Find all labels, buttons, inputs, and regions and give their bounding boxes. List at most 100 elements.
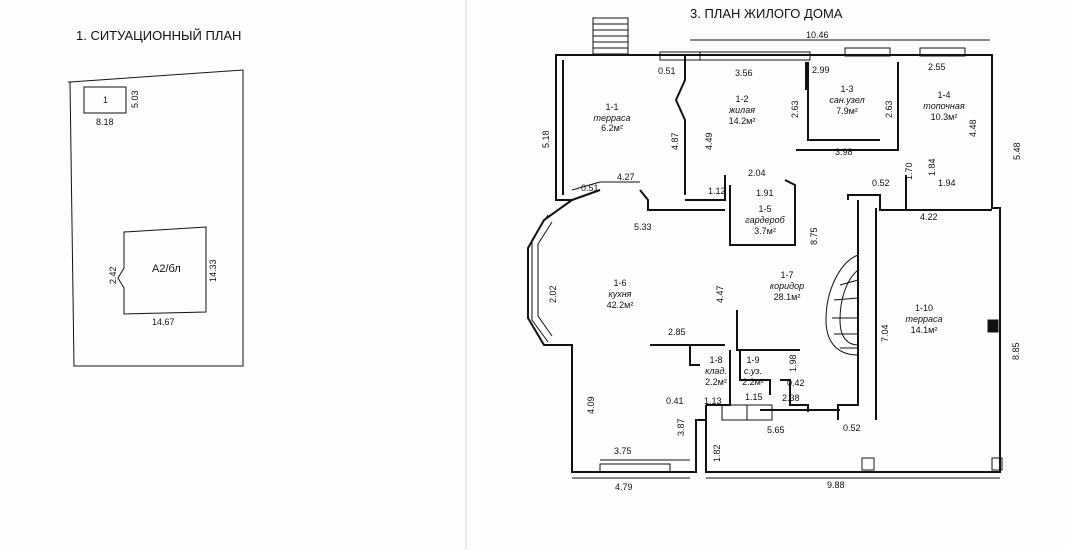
- house-label: А2/бл: [152, 263, 181, 275]
- svg-text:8.85: 8.85: [1011, 342, 1021, 360]
- svg-text:2.02: 2.02: [548, 285, 558, 303]
- svg-text:терраса: терраса: [593, 113, 630, 123]
- small-building-label: 1: [103, 95, 108, 105]
- svg-text:2.55: 2.55: [928, 62, 946, 72]
- interior-walls: [571, 55, 992, 421]
- svg-text:4.09: 4.09: [586, 396, 596, 414]
- svg-text:3.87: 3.87: [676, 418, 686, 436]
- small-building: [83, 86, 127, 114]
- svg-text:гардероб: гардероб: [745, 215, 785, 225]
- svg-text:терраса: терраса: [905, 314, 942, 324]
- room-1-3: 1-3 сан.узел 7.9м²: [829, 84, 864, 116]
- svg-text:1.84: 1.84: [927, 158, 937, 176]
- svg-text:28.1м²: 28.1м²: [774, 292, 801, 302]
- svg-text:1.13: 1.13: [704, 396, 722, 406]
- svg-text:1-5: 1-5: [758, 204, 771, 214]
- svg-text:1.70: 1.70: [904, 162, 914, 180]
- column-corner: [991, 457, 1003, 471]
- room-1-4: 1-4 топочная 10.3м²: [923, 90, 965, 122]
- house-plan-title: 3. ПЛАН ЖИЛОГО ДОМА: [690, 6, 843, 21]
- svg-text:14.1м²: 14.1м²: [911, 325, 938, 335]
- svg-text:14.2м²: 14.2м²: [729, 116, 756, 126]
- svg-text:3.98: 3.98: [835, 147, 853, 157]
- svg-text:1.94: 1.94: [938, 178, 956, 188]
- room-1-7: 1-7 коридор 28.1м²: [770, 270, 804, 302]
- svg-text:1-2: 1-2: [735, 94, 748, 104]
- situation-plan-title: 1. СИТУАЦИОННЫЙ ПЛАН: [76, 28, 241, 43]
- svg-text:4.49: 4.49: [704, 132, 714, 150]
- svg-text:сан.узел: сан.узел: [829, 95, 864, 105]
- svg-text:1.98: 1.98: [788, 354, 798, 372]
- svg-text:4.87: 4.87: [670, 132, 680, 150]
- svg-text:3.7м²: 3.7м²: [754, 226, 776, 236]
- svg-text:1.82: 1.82: [712, 444, 722, 462]
- svg-text:2.85: 2.85: [668, 327, 686, 337]
- svg-text:2.99: 2.99: [812, 65, 830, 75]
- house-depth: 14.33: [208, 259, 218, 282]
- svg-text:10.46: 10.46: [806, 30, 829, 40]
- bottom-window: [599, 463, 671, 473]
- svg-text:1.91: 1.91: [756, 188, 774, 198]
- svg-text:кухня: кухня: [608, 289, 631, 299]
- site-boundary: [69, 69, 244, 367]
- svg-text:9.88: 9.88: [827, 480, 845, 490]
- svg-text:4.27: 4.27: [617, 172, 635, 182]
- svg-text:1-7: 1-7: [780, 270, 793, 280]
- svg-text:клад.: клад.: [705, 366, 727, 376]
- svg-text:1-3: 1-3: [840, 84, 853, 94]
- svg-text:1.15: 1.15: [745, 392, 763, 402]
- column-bottom: [861, 457, 875, 471]
- small-building-depth: 5.03: [130, 90, 140, 108]
- svg-text:коридор: коридор: [770, 281, 804, 291]
- chimney: [592, 17, 629, 55]
- dimension-lines: [571, 39, 1000, 479]
- svg-text:4.22: 4.22: [920, 212, 938, 222]
- house-width: 14.67: [152, 317, 175, 327]
- svg-text:жилая: жилая: [728, 105, 755, 115]
- svg-text:2.63: 2.63: [884, 100, 894, 118]
- svg-text:5.33: 5.33: [634, 222, 652, 232]
- room-1-6: 1-6 кухня 42.2м²: [607, 278, 634, 310]
- svg-text:0.52: 0.52: [843, 423, 861, 433]
- svg-text:5.48: 5.48: [1012, 142, 1022, 160]
- svg-text:3.56: 3.56: [735, 68, 753, 78]
- room-1-1: 1-1 терраса 6.2м²: [593, 102, 630, 133]
- svg-text:1-10: 1-10: [915, 303, 933, 313]
- svg-text:1-1: 1-1: [605, 102, 618, 112]
- svg-text:2.2м²: 2.2м²: [742, 377, 764, 387]
- svg-text:2.04: 2.04: [748, 168, 766, 178]
- svg-text:1.12: 1.12: [708, 186, 726, 196]
- vertical-dimension-labels: 5.18 4.87 4.49 2.63 2.63 4.48 5.48 1.70 …: [541, 100, 1022, 462]
- svg-text:1-8: 1-8: [709, 355, 722, 365]
- svg-text:10.3м²: 10.3м²: [931, 112, 958, 122]
- svg-text:2.2м²: 2.2м²: [705, 377, 727, 387]
- svg-text:топочная: топочная: [923, 101, 965, 111]
- svg-text:0.41: 0.41: [666, 396, 684, 406]
- room-1-5: 1-5 гардероб 3.7м²: [745, 204, 785, 236]
- svg-text:5.18: 5.18: [541, 130, 551, 148]
- dimension-labels: 10.46 0.51 3.56 2.99 2.55 3.98 4.27 0.51…: [581, 30, 956, 492]
- svg-text:6.2м²: 6.2м²: [601, 123, 623, 133]
- small-building-width: 8.18: [96, 117, 114, 127]
- svg-text:42.2м²: 42.2м²: [607, 300, 634, 310]
- staircase: [825, 254, 859, 356]
- svg-text:0.42: 0.42: [787, 378, 805, 388]
- room-1-9: 1-9 с.уз. 2.2м²: [742, 355, 764, 387]
- house-footprint: [117, 226, 207, 315]
- svg-text:3.75: 3.75: [614, 446, 632, 456]
- house-offset: 2.42: [108, 266, 118, 284]
- room-1-10: 1-10 терраса 14.1м²: [905, 303, 942, 335]
- column-right: [987, 319, 999, 333]
- bay-window: [531, 214, 553, 343]
- svg-text:5.65: 5.65: [767, 425, 785, 435]
- svg-text:0.52: 0.52: [872, 178, 890, 188]
- svg-text:1-9: 1-9: [746, 355, 759, 365]
- svg-text:4.79: 4.79: [615, 482, 633, 492]
- svg-text:4.47: 4.47: [715, 285, 725, 303]
- svg-text:2.63: 2.63: [790, 100, 800, 118]
- svg-text:1-4: 1-4: [937, 90, 950, 100]
- svg-text:0.51: 0.51: [658, 66, 676, 76]
- svg-text:0.51: 0.51: [581, 183, 599, 193]
- svg-text:7.9м²: 7.9м²: [836, 106, 858, 116]
- svg-text:4.48: 4.48: [968, 119, 978, 137]
